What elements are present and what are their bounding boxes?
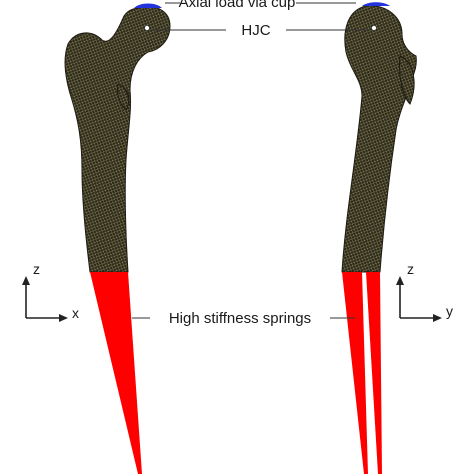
left-femur xyxy=(64,3,171,474)
left-greater-trochanter xyxy=(117,83,130,111)
right-axis-y-label: y xyxy=(446,303,453,319)
hjc-label: HJC xyxy=(241,22,270,39)
right-spring-2 xyxy=(366,272,382,474)
left-axis-x-label: x xyxy=(72,305,79,321)
left-springs xyxy=(90,272,142,474)
right-spring-1 xyxy=(342,272,368,474)
left-femur-mesh xyxy=(64,6,171,273)
left-hjc-marker xyxy=(144,25,150,31)
springs-label: High stiffness springs xyxy=(169,310,311,327)
right-cup xyxy=(362,2,390,6)
right-axes: z y xyxy=(396,261,453,322)
right-axis-z-label: z xyxy=(407,261,414,277)
right-femur xyxy=(341,2,417,474)
left-axis-z-label: z xyxy=(33,261,40,277)
axial-load-label: Axial load via cup xyxy=(179,0,296,11)
right-hjc-marker xyxy=(371,25,377,31)
right-femur-mesh xyxy=(341,5,417,273)
right-greater-trochanter xyxy=(399,55,415,105)
left-axes: z x xyxy=(22,261,79,322)
left-cup xyxy=(134,3,162,8)
